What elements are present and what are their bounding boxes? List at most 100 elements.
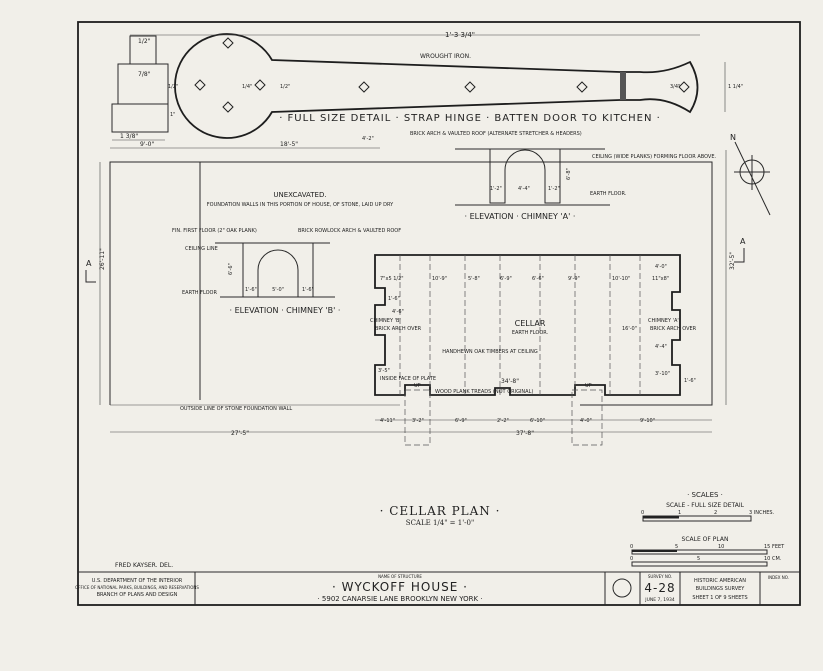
hinge-dim: 1 3/8" [120, 133, 138, 140]
up-label: UP [414, 383, 421, 389]
hinge-dim: 3/4" [670, 84, 680, 90]
strap-hinge-detail: 1'-3 3/4" WROUGHT IRON. 1/2" 7/8" 1/2" 1… [111, 31, 743, 141]
svg-text:5: 5 [697, 556, 700, 562]
timbers-label: HANDHEWN OAK TIMBERS AT CEILING [442, 349, 538, 355]
sheet-number: SHEET 1 OF 9 SHEETS [692, 595, 747, 601]
structure-name: · WYCKOFF HOUSE · [332, 580, 468, 594]
elevation-a-title: · ELEVATION · CHIMNEY 'A' · [465, 212, 576, 221]
ceiling-note: CEILING (WIDE PLANKS) FORMING FLOOR ABOV… [592, 154, 717, 160]
dimension: 27'-5" [231, 430, 249, 437]
roof-note: BRICK ARCH & VAULTED ROOF (ALTERNATE STR… [410, 131, 582, 137]
dimension: 32'-5" [729, 252, 736, 270]
north-arrow-icon: N [730, 133, 771, 216]
outside-line-label: OUTSIDE LINE OF STONE FOUNDATION WALL [180, 406, 292, 412]
brick-arch-label: BRICK ARCH OVER [375, 326, 422, 332]
timber-dim: 6'-9" [500, 276, 512, 282]
program-line: BUILDINGS SURVEY [696, 586, 746, 592]
timber-dim: 10'-9" [432, 276, 447, 282]
hinge-dim: 1/2" [138, 38, 151, 45]
dimension: 1'-6" [388, 296, 400, 302]
timber-dim: 10'-10" [612, 276, 630, 282]
hinge-dim: 1/2" [168, 84, 178, 90]
program-line: HISTORIC AMERICAN [694, 578, 746, 584]
svg-text:10: 10 [718, 544, 724, 550]
dimension: 4'-11" [380, 418, 395, 424]
earth-floor-label: EARTH FLOOR [182, 290, 217, 296]
title-block: U.S. DEPARTMENT OF THE INTERIOR OFFICE O… [75, 572, 789, 605]
dimension: 1'-2" [490, 186, 502, 192]
agency-line: U.S. DEPARTMENT OF THE INTERIOR [92, 578, 183, 584]
unexcavated-note: FOUNDATION WALLS IN THIS PORTION OF HOUS… [207, 202, 394, 208]
elevation-chimney-b: FIN. FIRST FLOOR (2" OAK PLANK) CEILING … [172, 228, 401, 315]
dimension: 4'-2" [362, 136, 374, 142]
hinge-title: · FULL SIZE DETAIL · STRAP HINGE · BATTE… [279, 113, 661, 124]
dimension: 6'-8" [566, 168, 572, 180]
sheet-border [77, 21, 801, 606]
section-marker-a-left: A [86, 259, 92, 268]
dimension: 9'-10" [640, 418, 655, 424]
svg-text:2: 2 [714, 510, 717, 516]
brick-arch-label: BRICK ARCH OVER [650, 326, 697, 332]
svg-text:SCALE - FULL SIZE DETAIL: SCALE - FULL SIZE DETAIL [666, 502, 745, 509]
svg-text:SCALE OF PLAN: SCALE OF PLAN [682, 536, 729, 543]
timber-dim: 7"x5 1/2" [380, 276, 404, 282]
timber-dim: 9'-9" [568, 276, 580, 282]
dimension: 5'-0" [272, 287, 284, 293]
dimension: 1'-6" [684, 378, 696, 384]
elevation-chimney-a: BRICK ARCH & VAULTED ROOF (ALTERNATE STR… [410, 131, 717, 221]
hinge-material-label: WROUGHT IRON. [420, 53, 471, 60]
cellar-plan: 9'-0" 18'-5" 4'-2" UNEXCAVATED. FOUNDATI… [85, 133, 771, 446]
name-label: NAME OF STRUCTURE [378, 574, 422, 579]
plan-title: · CELLAR PLAN · [380, 504, 501, 518]
survey-label: SURVEY NO. [648, 574, 672, 579]
dimension: 4'-4" [518, 186, 530, 192]
cellar-label: CELLAR [515, 319, 546, 328]
dimension: 1'-6" [302, 287, 314, 293]
agency-line: BRANCH OF PLANS AND DESIGN [97, 592, 178, 598]
dimension: 26'-11" [99, 248, 106, 270]
index-label: INDEX NO. [768, 575, 789, 580]
structure-address: · 5902 CANARSIE LANE BROOKLYN NEW YORK · [317, 595, 482, 603]
svg-text:0: 0 [630, 544, 633, 550]
hinge-dim: 1/4" [242, 84, 252, 90]
dimension: 2'-2" [497, 418, 509, 424]
treads-label: WOOD PLANK TREADS (NOT ORIGINAL) [435, 389, 533, 395]
dimension: 9'-0" [140, 141, 154, 148]
up-label: UP [585, 383, 592, 389]
arch-note: BRICK ROWLOCK ARCH & VAULTED ROOF [298, 228, 401, 234]
dimension: 6'-6" [228, 263, 234, 275]
dimension: 6'-9" [455, 418, 467, 424]
hinge-overall-dimension: 1'-3 3/4" [445, 31, 475, 39]
unexcavated-label: UNEXCAVATED. [273, 191, 326, 199]
dimension: 16'-0" [622, 326, 637, 332]
dimension: 3'-2" [412, 418, 424, 424]
dimension: 34'-8" [501, 378, 519, 385]
timber-dim: 5'-8" [468, 276, 480, 282]
elevation-b-title: · ELEVATION · CHIMNEY 'B' · [230, 306, 341, 315]
dimension: 3'-10" [655, 371, 670, 377]
first-floor-note: FIN. FIRST FLOOR (2" OAK PLANK) [172, 228, 257, 234]
inside-face-label: INSIDE FACE OF PLATE [380, 376, 436, 382]
dimension: 4'-0" [580, 418, 592, 424]
dimension: 1'-6" [245, 287, 257, 293]
agency-line: OFFICE OF NATIONAL PARKS, BUILDINGS, AND… [75, 585, 199, 590]
scale-bars: · SCALES · SCALE - FULL SIZE DETAIL 0 1 … [630, 491, 785, 567]
plan-scale: SCALE 1/4" = 1'-0" [406, 519, 474, 527]
svg-text:0: 0 [630, 556, 633, 562]
svg-text:5: 5 [675, 544, 678, 550]
survey-date: JUNE 7, 1934 [644, 597, 675, 603]
earth-floor-label: EARTH FLOOR. [590, 191, 627, 197]
seal-icon [612, 578, 632, 598]
dimension: 4'-6" [392, 309, 404, 315]
svg-text:10 CM.: 10 CM. [764, 556, 782, 562]
dimension: 18'-5" [280, 141, 298, 148]
svg-text:· SCALES ·: · SCALES · [687, 491, 723, 499]
timber-dim: 11"x8" [652, 276, 669, 282]
hinge-dim: 1 1/4" [728, 84, 743, 90]
dimension: 37'-8" [516, 430, 534, 437]
svg-text:3 INCHES.: 3 INCHES. [749, 510, 775, 516]
hinge-dim: 1/2" [280, 84, 290, 90]
hinge-dim: 7/8" [138, 71, 151, 78]
dimension: 4'-0" [655, 264, 667, 270]
